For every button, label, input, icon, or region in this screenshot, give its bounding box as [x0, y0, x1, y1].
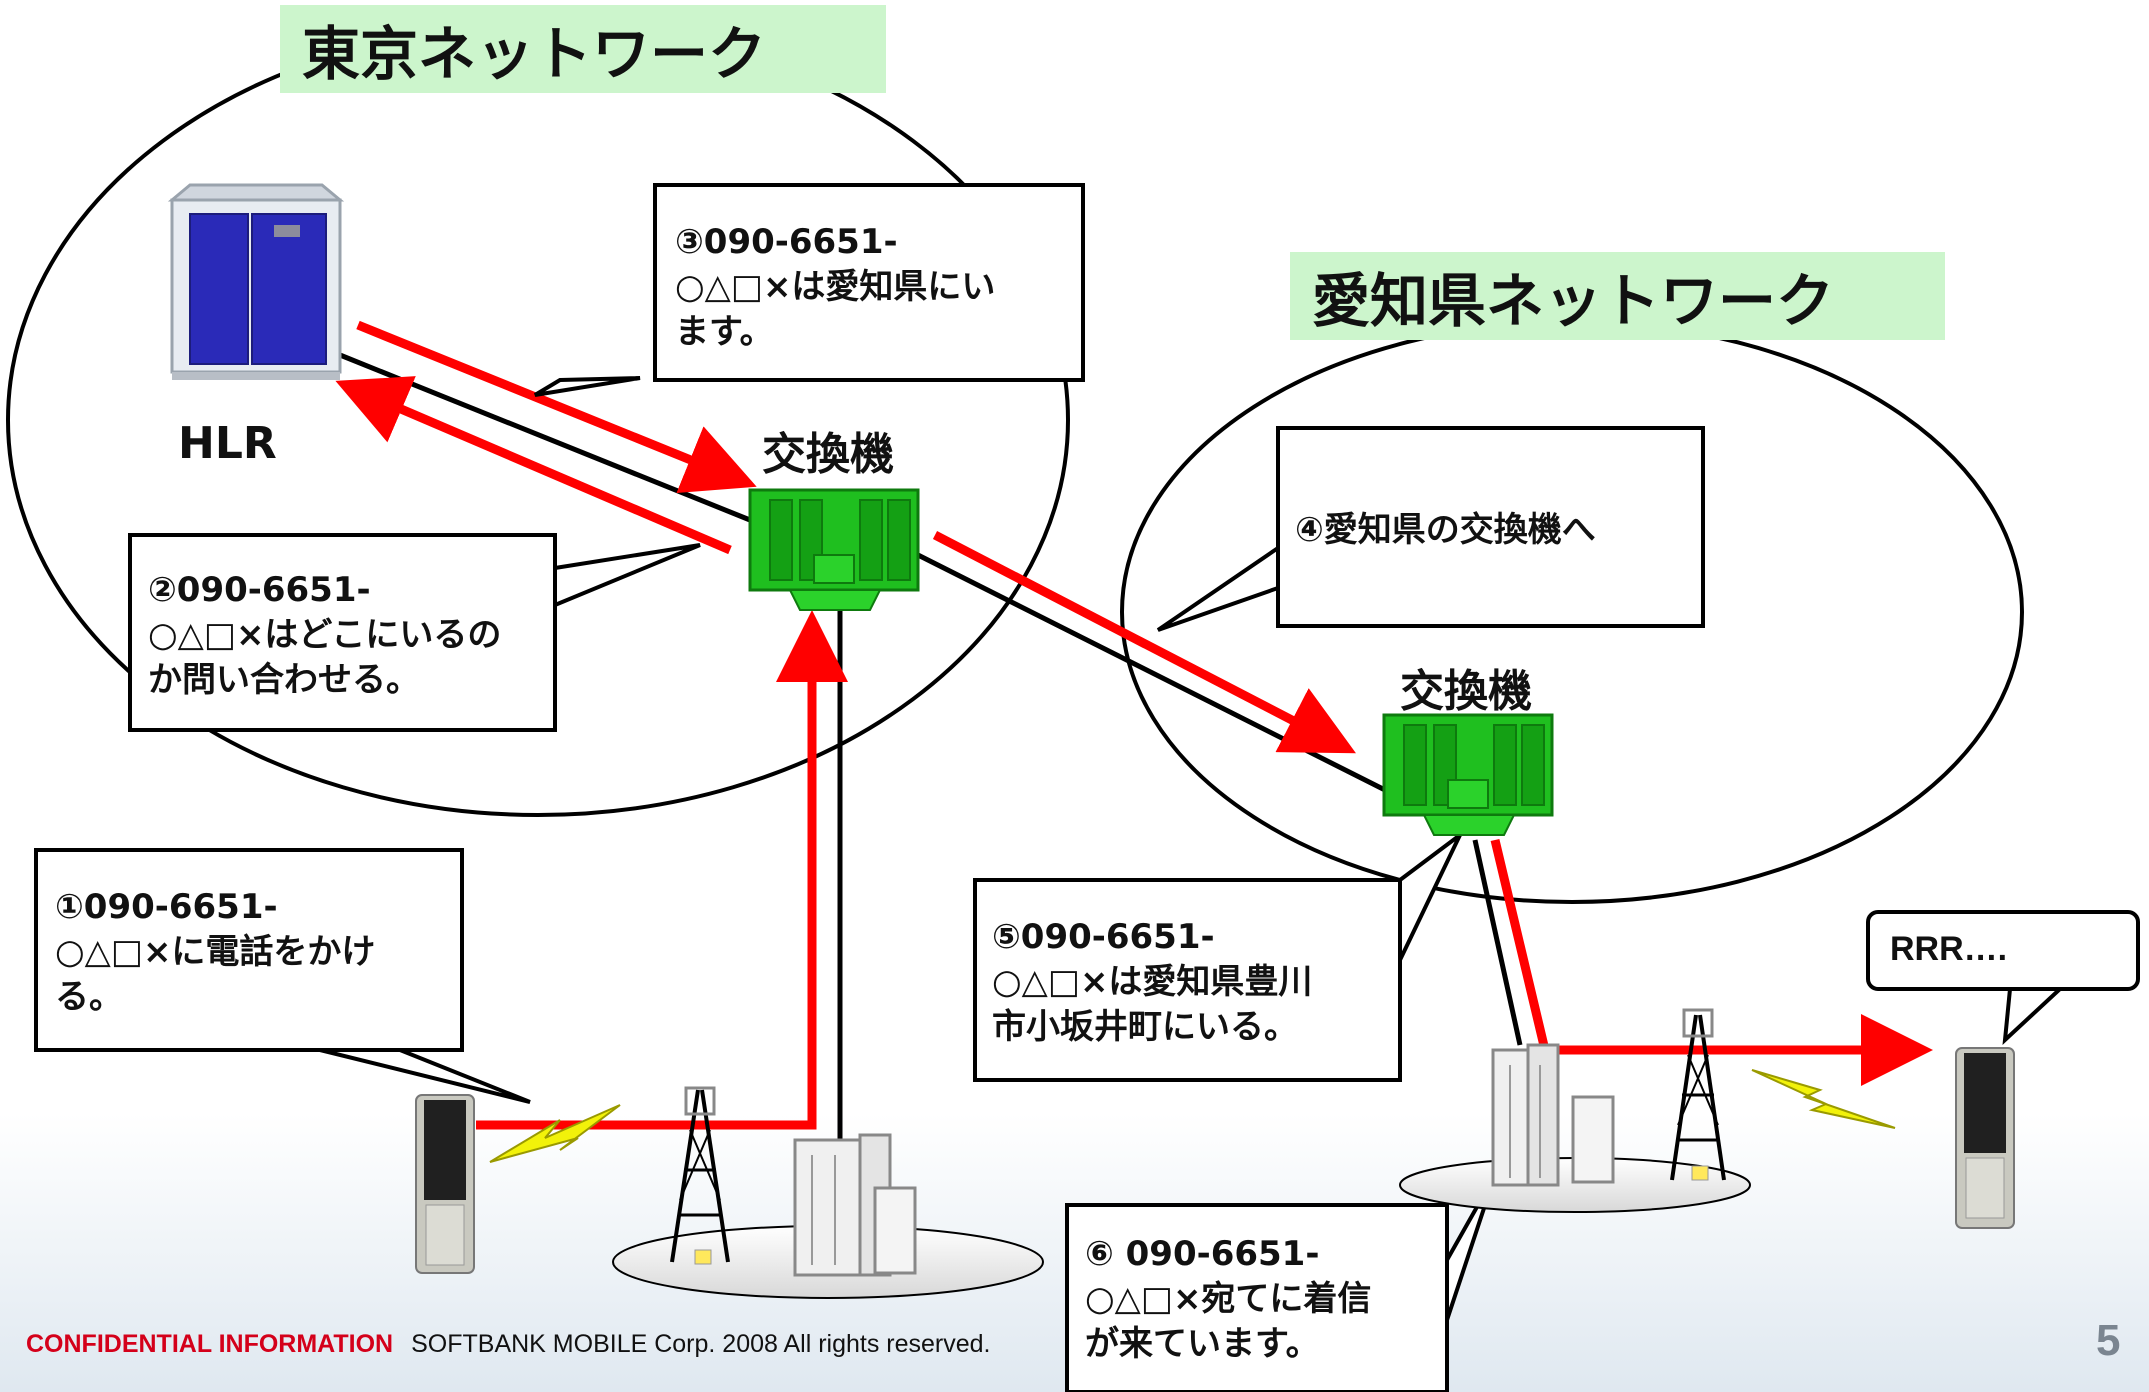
slide-footer: CONFIDENTIAL INFORMATION SOFTBANK MOBILE … [26, 1330, 991, 1359]
hlr-server-icon [167, 183, 345, 380]
aichi-switch-building-wire [1472, 839, 1523, 1046]
callout-step1-text: ①090-6651- ○△□×に電話をかけ る。 [55, 887, 376, 1017]
switch-to-hlr-signal [335, 376, 732, 555]
ring-text: RRR…. [1890, 930, 2008, 968]
aichi-network-label: 愛知県ネットワーク [1290, 252, 1945, 340]
tokyo-network-label: 東京ネットワーク [280, 5, 886, 93]
callout-step4-box [1156, 426, 1705, 632]
hlr-label: HLR [178, 418, 277, 469]
callout-step3-text: ③090-6651- ○△□×は愛知県にい ます。 [675, 222, 996, 352]
tokyo-switch-label: 交換機 [762, 429, 894, 480]
copyright-text: SOFTBANK MOBILE Corp. 2008 All rights re… [411, 1330, 991, 1358]
callout-step2-box [128, 533, 701, 732]
tokyo-building-icon [793, 1133, 917, 1277]
callout-step3-box [533, 183, 1085, 397]
tokyo-switch-icon [748, 488, 920, 611]
callout-step5-text: ⑤090-6651- ○△□×は愛知県豊川 市小坂井町にいる。 [992, 917, 1313, 1047]
aichi-building-icon [1491, 1043, 1615, 1187]
page-number: 5 [2096, 1316, 2121, 1365]
callee-signal-path [1490, 838, 1933, 1086]
callee-phone-icon [1955, 1047, 2015, 1229]
aichi-switch-label: 交換機 [1400, 666, 1532, 717]
aichi-switch-icon [1382, 713, 1554, 836]
callout-step1-box [34, 848, 531, 1104]
callout-step6-box [1065, 1174, 1497, 1392]
callee-lightning-icon [1751, 1069, 1896, 1129]
confidential-label: CONFIDENTIAL INFORMATION [26, 1330, 394, 1358]
callout-ring-box [1866, 910, 2140, 1046]
aichi-antenna-tower-icon [1670, 1008, 1726, 1181]
caller-phone-icon [415, 1094, 475, 1274]
hlr-to-switch-signal [356, 320, 757, 494]
callout-step6-text: ⑥ 090-6651- ○△□×宛てに着信 が来ています。 [1085, 1234, 1372, 1364]
callout-step5-box [973, 833, 1462, 1082]
callout-step2-text: ②090-6651- ○△□×はどこにいるの か問い合わせる。 [148, 570, 502, 700]
inter-switch-signal [932, 531, 1356, 754]
callout-step4-text: ④愛知県の交換機へ [1295, 510, 1596, 550]
tokyo-antenna-tower-icon [670, 1086, 730, 1265]
caller-lightning-icon [489, 1104, 621, 1163]
